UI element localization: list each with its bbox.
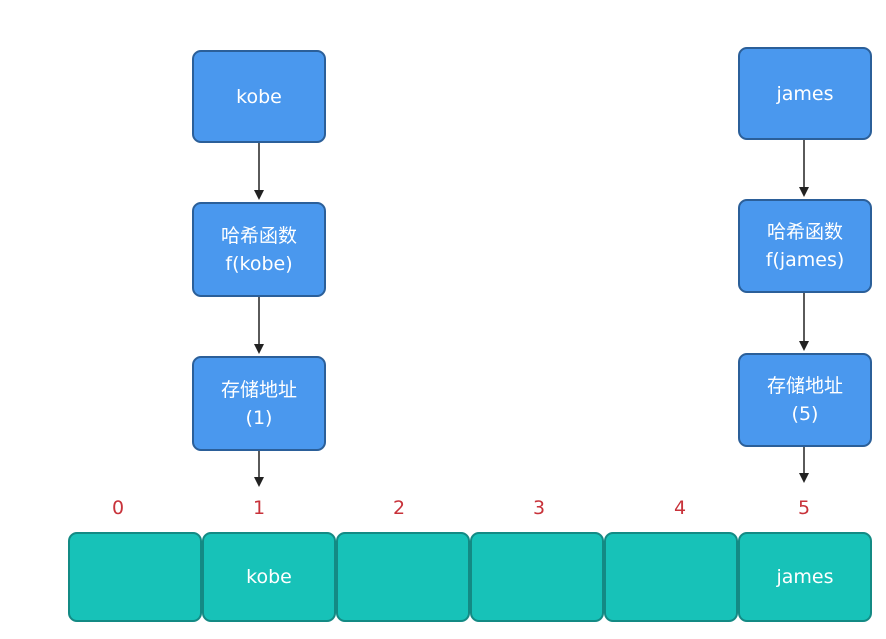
address-node-kobe: 存储地址 (1) <box>192 356 326 451</box>
address-node-kobe-value: (1) <box>245 406 273 429</box>
array-index-4: 4 <box>673 497 687 519</box>
array-index-0: 0 <box>111 497 125 519</box>
key-node-james-label: james <box>776 82 834 105</box>
array-index-3: 3 <box>532 497 546 519</box>
key-node-kobe: kobe <box>192 50 326 143</box>
address-node-james: 存储地址 (5) <box>738 353 872 447</box>
array-cell-2 <box>336 532 470 622</box>
hash-function-node-james: 哈希函数 f(james) <box>738 199 872 293</box>
key-node-james: james <box>738 47 872 140</box>
array-cell-4 <box>604 532 738 622</box>
hash-function-node-james-expression: f(james) <box>765 249 845 271</box>
array-index-5: 5 <box>797 497 811 519</box>
address-node-james-title: 存储地址 <box>766 375 843 397</box>
hash-function-node-kobe-expression: f(kobe) <box>225 252 293 275</box>
array-cell-1: kobe <box>202 532 336 622</box>
hash-function-node-james-title: 哈希函数 <box>766 221 843 243</box>
address-node-james-value: (5) <box>791 403 819 425</box>
array-cell-5: james <box>738 532 872 622</box>
array-cell-1-value: kobe <box>246 566 292 588</box>
key-node-kobe-label: kobe <box>236 85 282 108</box>
hash-function-node-kobe-title: 哈希函数 <box>220 224 297 247</box>
array-cell-5-value: james <box>776 566 834 588</box>
hash-function-node-kobe: 哈希函数 f(kobe) <box>192 202 326 297</box>
array-cell-0 <box>68 532 202 622</box>
address-node-kobe-title: 存储地址 <box>220 378 297 401</box>
array-index-1: 1 <box>252 497 266 519</box>
array-index-2: 2 <box>392 497 406 519</box>
array-cell-3 <box>470 532 604 622</box>
